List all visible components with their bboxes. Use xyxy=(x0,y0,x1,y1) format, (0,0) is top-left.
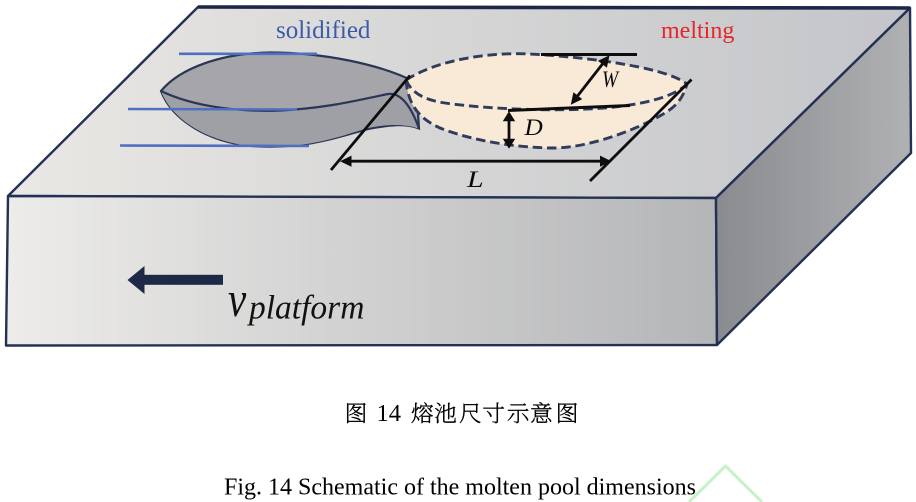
svg-text:L: L xyxy=(466,166,484,192)
svg-text:Fig. 14 Schematic of the molte: Fig. 14 Schematic of the molten pool dim… xyxy=(224,475,696,501)
svg-text:14: 14 xyxy=(377,400,402,427)
svg-text:v: v xyxy=(228,271,247,327)
svg-text:solidified: solidified xyxy=(276,17,371,44)
svg-text:D: D xyxy=(523,115,543,141)
svg-text:platform: platform xyxy=(247,290,364,327)
svg-text:melting: melting xyxy=(661,18,734,44)
svg-text:W: W xyxy=(602,66,620,92)
